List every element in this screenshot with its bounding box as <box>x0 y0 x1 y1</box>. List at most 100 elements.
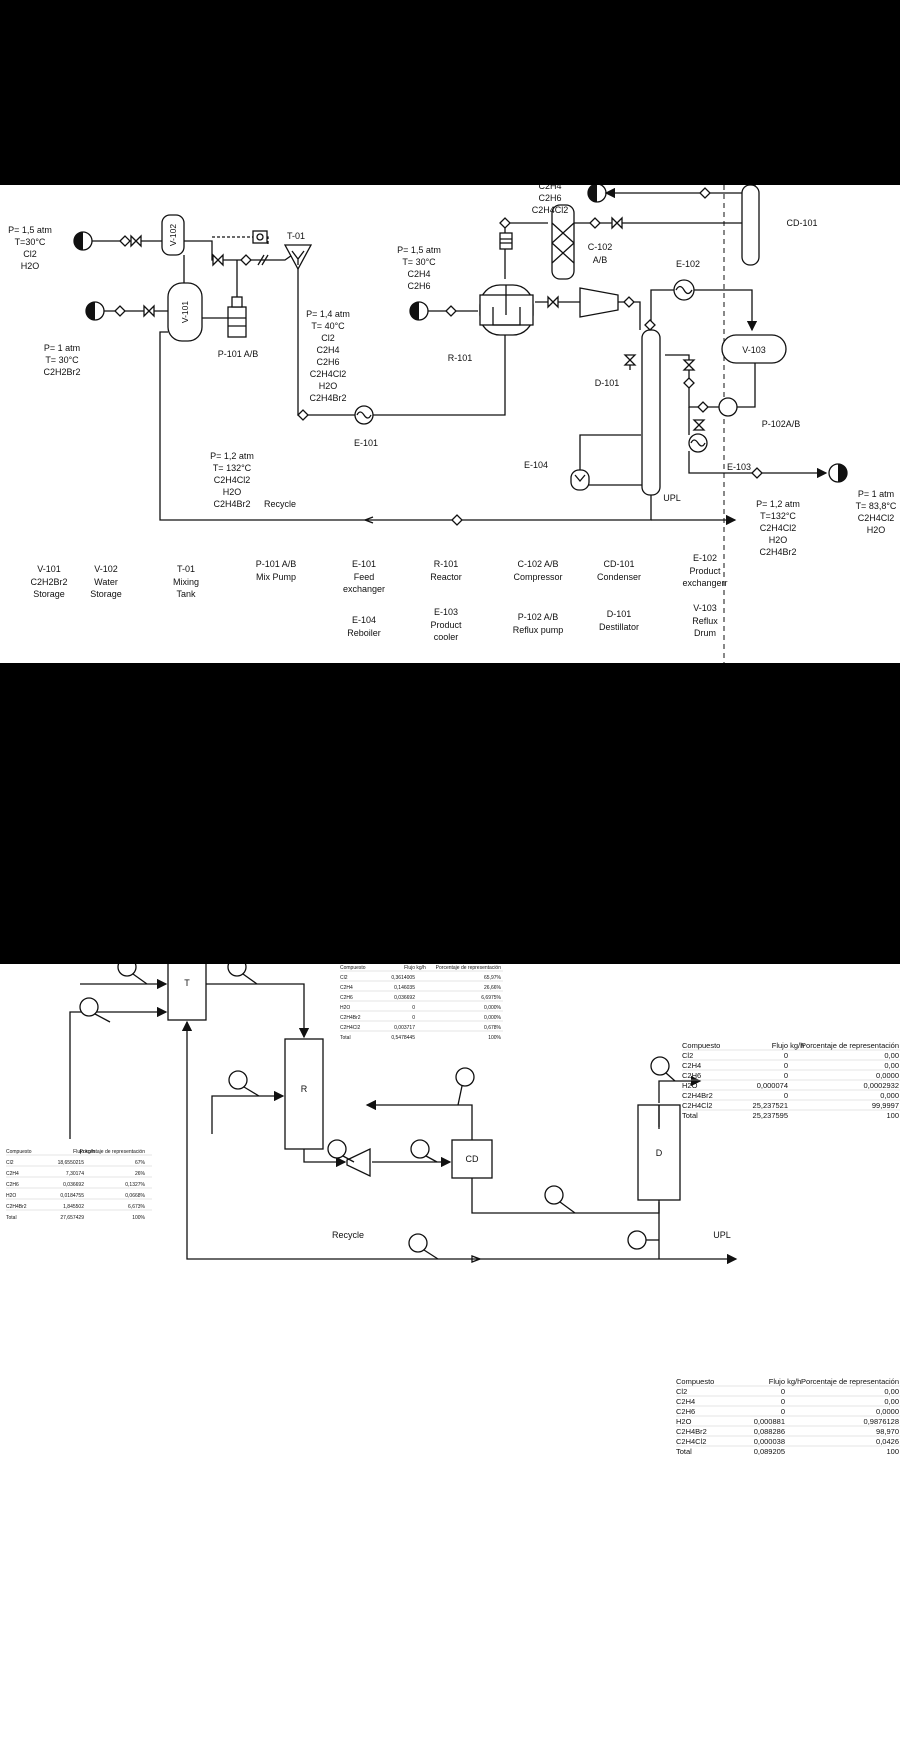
table-cell: H2O <box>682 1081 698 1090</box>
p102-pump[interactable] <box>718 397 738 417</box>
bfd-upl-label: UPL <box>713 1230 731 1240</box>
v102-vessel[interactable] <box>161 214 185 256</box>
upl-label: UPL <box>663 493 681 503</box>
product-symbol <box>828 463 848 483</box>
recycle-label: Recycle <box>264 499 296 509</box>
valve-water[interactable] <box>130 234 142 248</box>
legend-tag: E-101 <box>352 559 376 569</box>
valve-reactor-out[interactable] <box>547 295 559 309</box>
table-cell: 100 <box>886 1447 899 1456</box>
cd101-condenser[interactable] <box>741 185 760 266</box>
table-cell: Cl2 <box>682 1051 693 1060</box>
line-column-top <box>650 289 674 335</box>
condition-line: C2H4 <box>407 269 430 279</box>
condition-line: H2O <box>867 525 886 535</box>
feed-c2h2br2-symbol <box>85 301 105 321</box>
table-cell: 0 <box>412 1015 415 1021</box>
bfd-line-product <box>658 1075 702 1103</box>
legend-desc: Reflux pump <box>513 625 564 635</box>
line-product <box>688 451 828 479</box>
table-cell: C2H4 <box>682 1061 701 1070</box>
table-cell: 0 <box>784 1091 788 1100</box>
line-break-icon <box>257 254 269 266</box>
block-r-label: R <box>301 1084 308 1094</box>
table-cell: 0,003717 <box>394 1025 415 1031</box>
legend-desc: Mix Pump <box>256 572 296 582</box>
e101-exchanger[interactable] <box>354 405 374 425</box>
table-cell: 0,00 <box>884 1387 899 1396</box>
bfd-line-recycle <box>181 1020 659 1260</box>
condition-line: P= 1,5 atm <box>8 225 52 235</box>
r101-reactor[interactable] <box>479 232 534 336</box>
valve-reflux-1[interactable] <box>682 359 696 371</box>
table-header: Porcentaje de representación <box>801 1377 899 1386</box>
table-cell: 0,000 <box>880 1091 899 1100</box>
p101-pump[interactable] <box>227 306 247 338</box>
legend-desc: C2H2Br2 <box>30 577 67 587</box>
legend-tag: V-101 <box>37 564 61 574</box>
condition-line: P= 1,4 atm <box>306 309 350 319</box>
t01-tank[interactable] <box>283 244 313 271</box>
c102-tag: C-102 <box>588 242 613 252</box>
legend-desc: Storage <box>33 589 65 599</box>
p102-tag: P-102A/B <box>762 419 801 429</box>
controller-box[interactable] <box>252 230 268 244</box>
condition-line: T= 132°C <box>213 463 252 473</box>
table-cell: 6,6975% <box>481 995 501 1001</box>
table-cell: 0,5478445 <box>391 1035 415 1041</box>
v101-vessel[interactable] <box>167 282 203 342</box>
table-header: Compuesto <box>6 1149 32 1155</box>
valve-reflux-2[interactable] <box>692 419 706 431</box>
top-stream-symbol <box>587 185 607 203</box>
legend-desc: Reboiler <box>347 628 381 638</box>
e102-exchanger[interactable] <box>673 279 695 301</box>
table-cell: C2H4 <box>6 1171 19 1177</box>
table-cell: Cl2 <box>676 1387 687 1396</box>
table-cell: C2H4Cl2 <box>682 1101 712 1110</box>
block-t[interactable] <box>167 964 207 1021</box>
table-cell: 99,9997 <box>872 1101 899 1110</box>
block-r[interactable] <box>284 1038 324 1150</box>
line-drum-pump <box>737 363 756 408</box>
equipment-legend: V-101C2H2Br2StorageV-102WaterStorageT-01… <box>30 553 727 642</box>
table-cell: H2O <box>6 1193 16 1199</box>
compressor[interactable] <box>579 287 619 318</box>
condition-line: T= 83,8°C <box>856 501 897 511</box>
condition-line: P= 1,2 atm <box>756 499 800 509</box>
legend-desc: exchangerr <box>682 578 727 588</box>
e103-exchanger[interactable] <box>688 433 708 453</box>
valve-c102-out[interactable] <box>611 216 623 230</box>
table-header: Flujo kg/h <box>73 1149 95 1155</box>
condition-line: P= 1,5 atm <box>397 245 441 255</box>
table-cell: 0,678% <box>484 1025 502 1031</box>
condition-line: C2H4 <box>538 185 561 191</box>
e104-reboiler[interactable] <box>570 469 590 491</box>
table-cell: 0,000% <box>484 1005 502 1011</box>
valve-column-feed[interactable] <box>623 354 637 366</box>
condition-line: P= 1 atm <box>858 489 894 499</box>
legend-desc: Product <box>430 620 462 630</box>
line-recycle <box>159 331 652 521</box>
bfd-recycle-arrow <box>471 1255 482 1263</box>
valve-control[interactable] <box>212 253 224 267</box>
v103-drum[interactable] <box>721 334 787 364</box>
valve-c2h2br2[interactable] <box>143 304 155 318</box>
table-cell: 0,089205 <box>754 1447 785 1456</box>
table-cell: C2H4Cl2 <box>340 1025 361 1031</box>
table-cell: C2H4 <box>676 1397 695 1406</box>
bfd-compressor[interactable] <box>346 1147 371 1178</box>
recycle-arrow <box>363 516 374 524</box>
condition-line: C2H2Br2 <box>43 367 80 377</box>
table-cell: 100% <box>132 1215 145 1221</box>
d101-column[interactable] <box>641 329 661 496</box>
legend-tag: V-103 <box>693 603 717 613</box>
table-cell: 98,970 <box>876 1427 899 1436</box>
bfd-line-5 <box>303 1149 347 1168</box>
c102-vessel[interactable] <box>551 204 575 280</box>
table-cell: 1,845502 <box>63 1204 84 1210</box>
table-cell: 0 <box>781 1397 785 1406</box>
